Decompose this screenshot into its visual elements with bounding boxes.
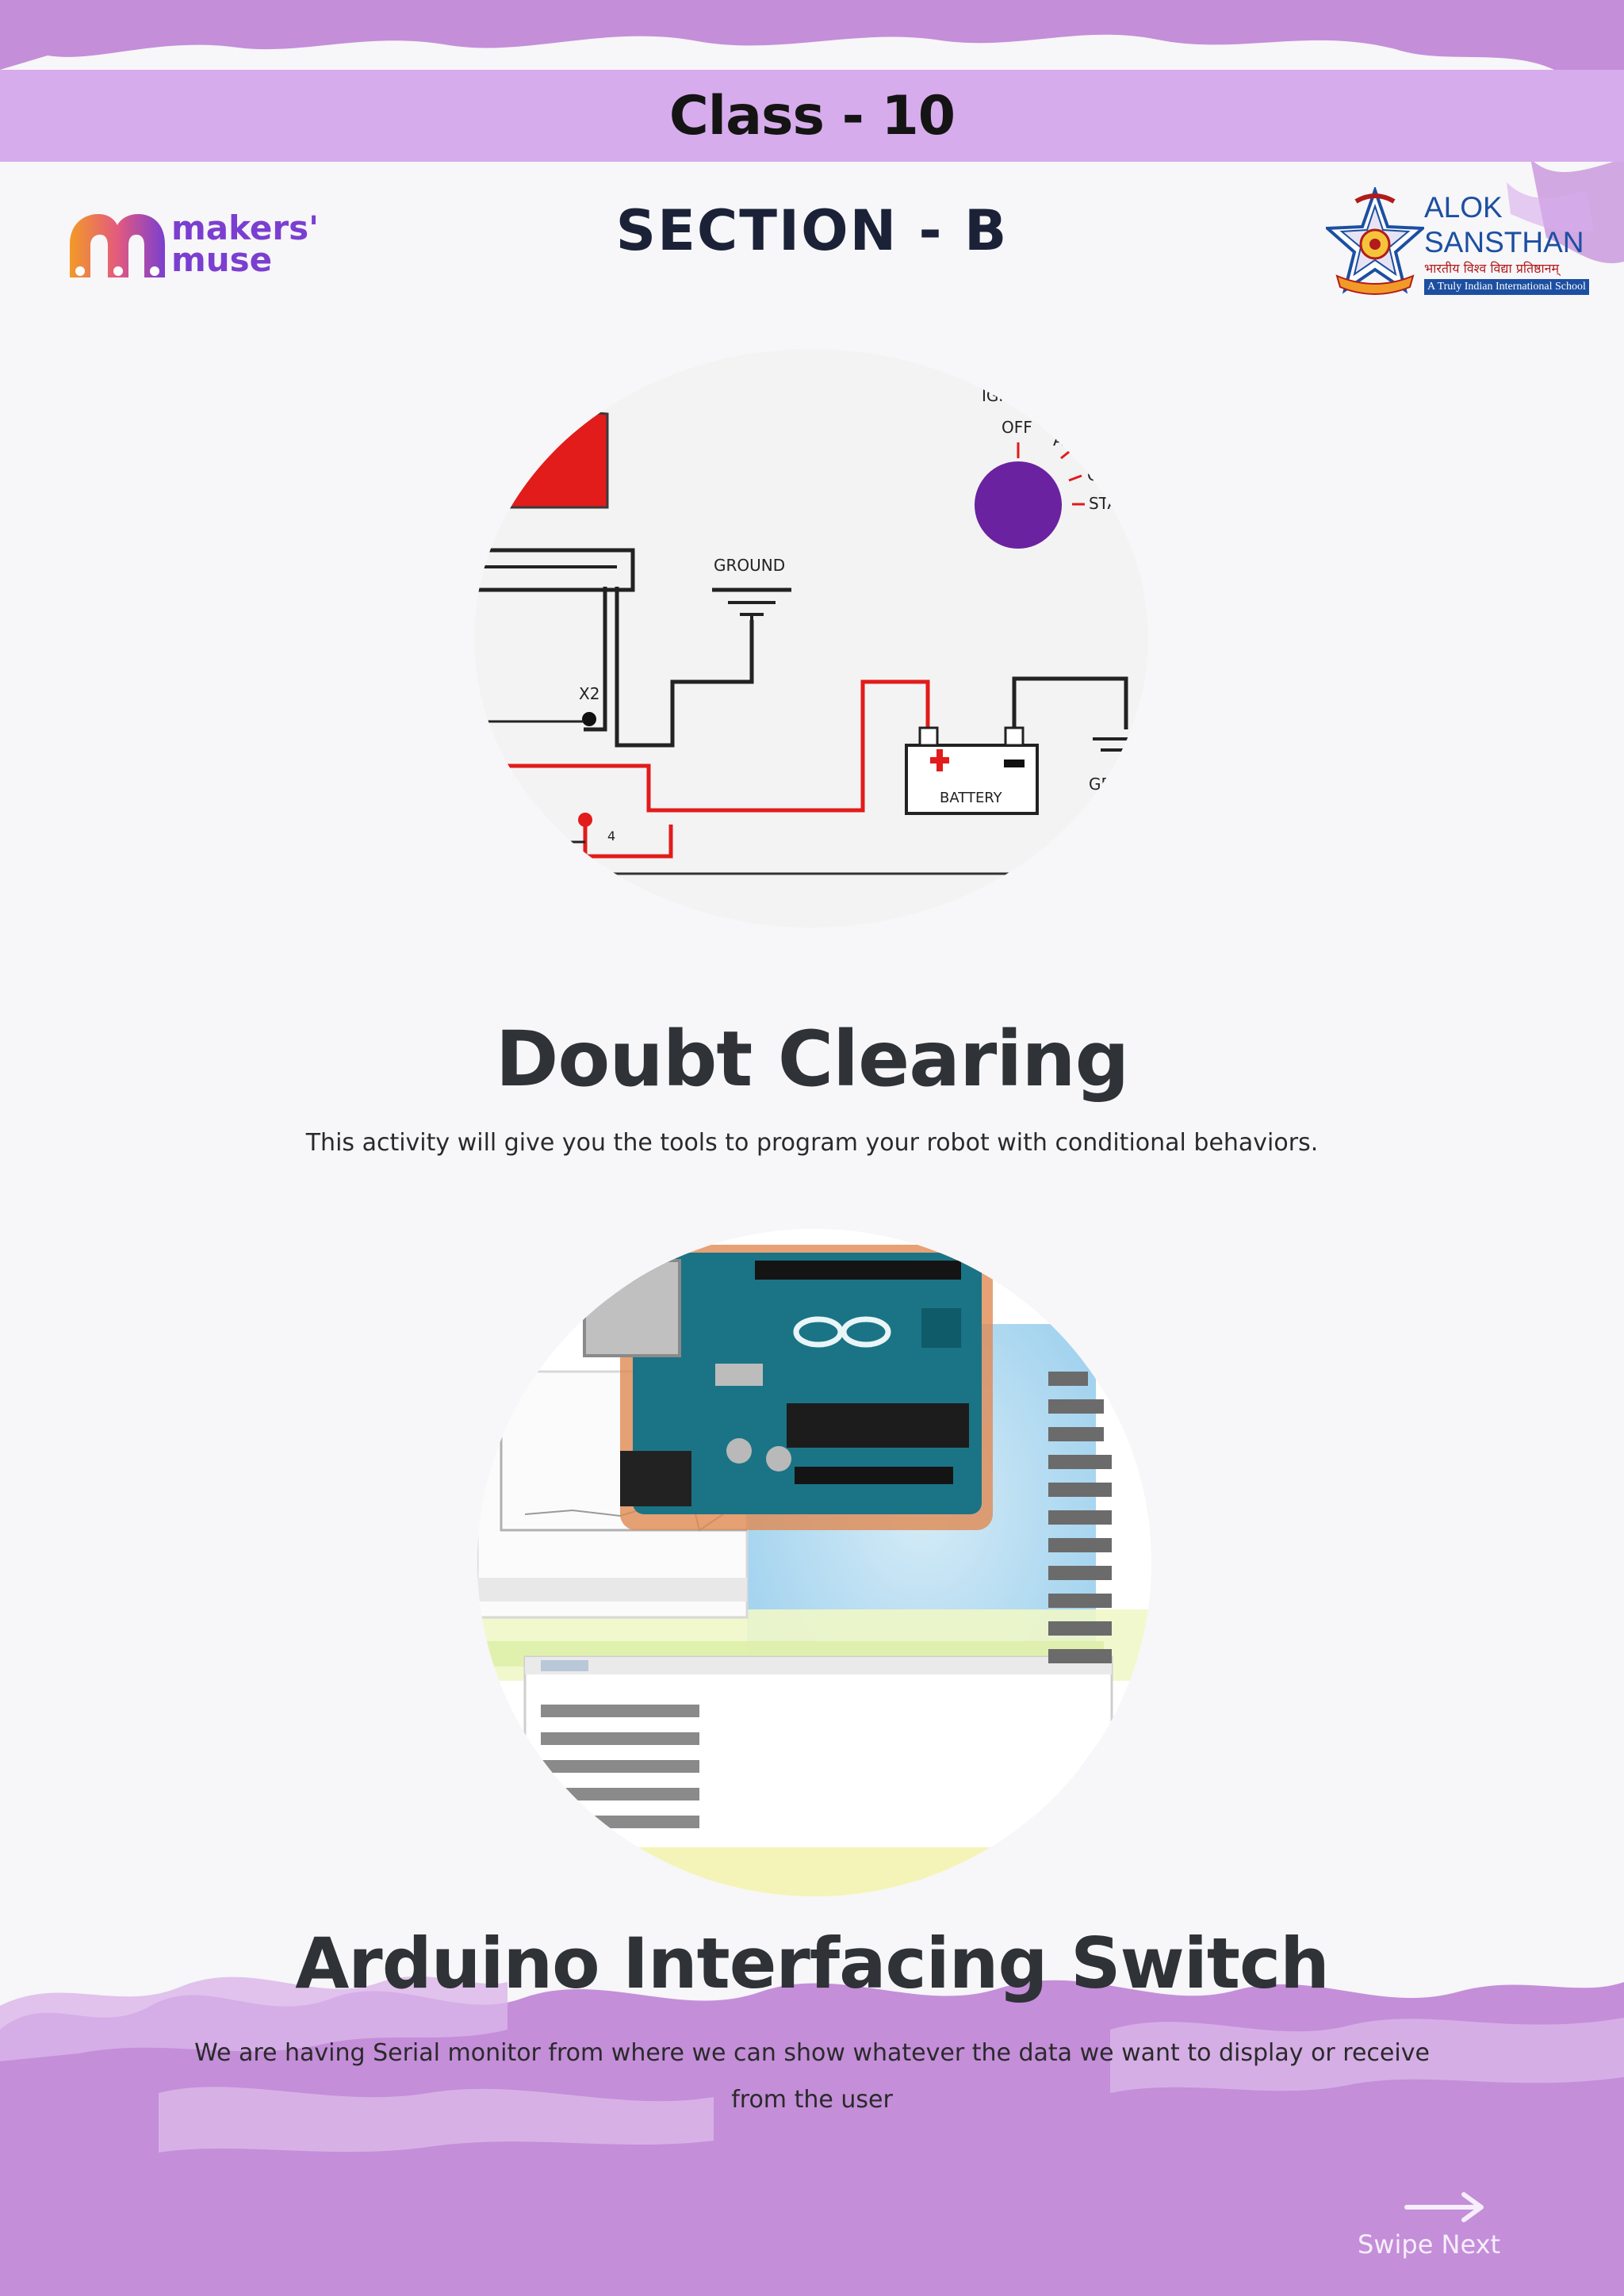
label-off: OFF (1002, 418, 1032, 437)
ignition-knob (975, 461, 1062, 549)
label-ignition: IGNITIO (982, 386, 1042, 405)
arduino-description-line-1: We are having Serial monitor from where … (194, 2039, 1430, 2067)
logo-line-2: muse (171, 240, 273, 279)
battery-box (905, 744, 1039, 815)
alok-line-2: SANSTHAN (1424, 226, 1584, 258)
arduino-heading: Arduino Interfacing Switch (295, 1923, 1330, 2004)
doubt-clearing-heading: Doubt Clearing (495, 1015, 1130, 1104)
swipe-next-label: Swipe Next (1358, 2229, 1501, 2260)
makers-muse-m-icon (70, 214, 165, 277)
arduino-description: We are having Serial monitor from where … (95, 2030, 1529, 2123)
makers-muse-logo: makers' muse (67, 208, 336, 287)
label-start: STA (1089, 494, 1118, 513)
label-ground: GROUND (714, 556, 785, 575)
header-band: Class - 10 (0, 70, 1624, 162)
alok-tagline: A Truly Indian International School (1424, 279, 1589, 295)
label-gr: GR (1089, 775, 1112, 794)
red-horn-shape (495, 411, 609, 509)
alok-hindi-line: भारतीय विश्व विद्या प्रतिष्ठानम् (1424, 261, 1560, 276)
label-acc: ACC (1053, 430, 1086, 450)
star-emblem-icon (1323, 185, 1427, 295)
label-4: 4 (607, 828, 615, 844)
arrow-right-icon (1404, 2192, 1484, 2222)
arduino-description-line-2: from the user (731, 2086, 893, 2114)
alok-line-1: ALOK (1424, 191, 1503, 224)
doubt-clearing-description: This activity will give you the tools to… (305, 1129, 1319, 1157)
swipe-next-button[interactable]: Swipe Next (1348, 2187, 1538, 2266)
class-title: Class - 10 (668, 84, 956, 147)
relay-box (474, 548, 635, 592)
logo-line-1: makers' (171, 209, 319, 247)
arduino-board (583, 1245, 993, 1530)
arduino-serial-monitor-image (477, 1229, 1151, 1896)
label-x2: X2 (579, 684, 599, 703)
label-on: ON (1087, 465, 1112, 484)
section-title: SECTION - B (615, 198, 1009, 263)
alok-sansthan-logo: ALOK SANSTHAN भारतीय विश्व विद्या प्रतिष… (1323, 185, 1589, 306)
label-battery: BATTERY (940, 790, 1003, 806)
ignition-wiring-diagram-image: IGNITIO OFF ACC ON STA GROUND X2 BATTERY… (474, 349, 1148, 928)
